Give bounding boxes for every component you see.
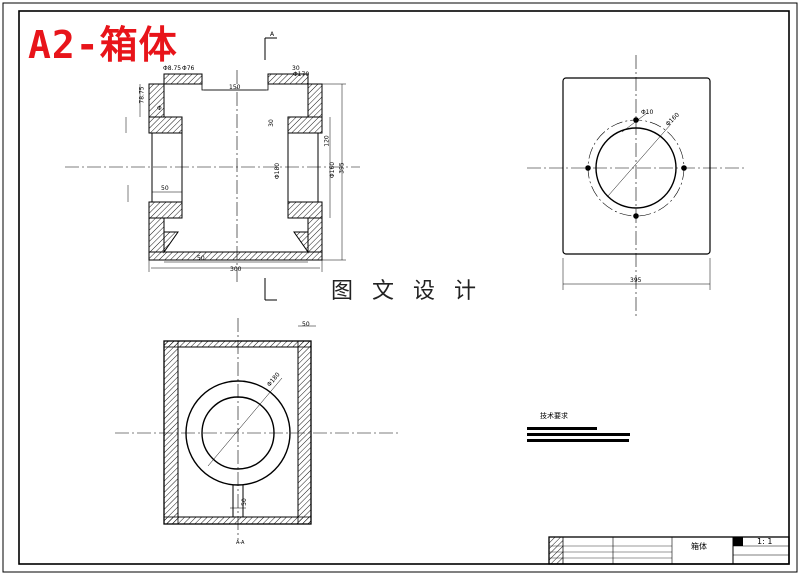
dim-left-side-a: 78.75: [138, 86, 146, 104]
title-block-scale: 1: 1: [757, 537, 773, 546]
dim-plan-wall: 50: [302, 321, 310, 328]
dim-top-left-small: Φ8.75: [163, 65, 182, 72]
section-marker-top: A: [270, 31, 275, 38]
dim-bottom-total: 300: [230, 266, 242, 273]
dim-top-left-mid: Φ76: [182, 65, 195, 72]
dim-bottom-inner: 50: [197, 255, 205, 262]
plan-view: [115, 318, 400, 540]
dim-right-b: 120: [323, 135, 331, 147]
dim-right-a: 30: [267, 119, 275, 127]
dim-side-view-width: 395: [630, 277, 642, 284]
dim-inner-d: Φ180: [274, 162, 282, 180]
dim-right-inner: Φ160: [329, 161, 337, 179]
drawing-title-overlay: A2-箱体: [28, 23, 178, 67]
dim-right-height: 395: [338, 162, 346, 174]
tech-requirements-bars: [527, 427, 630, 442]
dim-top-span: 150: [229, 84, 241, 91]
tech-requirements-heading: 技术要求: [540, 412, 568, 420]
dim-top-right-a: 30: [292, 65, 300, 72]
dim-left-side-b: Φ: [157, 105, 162, 112]
dim-mid-width: 50: [161, 185, 169, 192]
front-section-view: [65, 37, 360, 301]
watermark: 图 文 设 计: [331, 279, 482, 304]
dim-plan-slot: 50: [240, 498, 248, 506]
view-label: A-A: [236, 540, 245, 546]
title-block: [548, 536, 790, 565]
side-view: [527, 55, 745, 318]
inner-frame: [18, 10, 790, 565]
dim-top-right-b: Φ170: [293, 71, 310, 78]
title-block-part-name: 箱体: [691, 542, 707, 551]
dim-hole: Φ10: [641, 109, 654, 116]
